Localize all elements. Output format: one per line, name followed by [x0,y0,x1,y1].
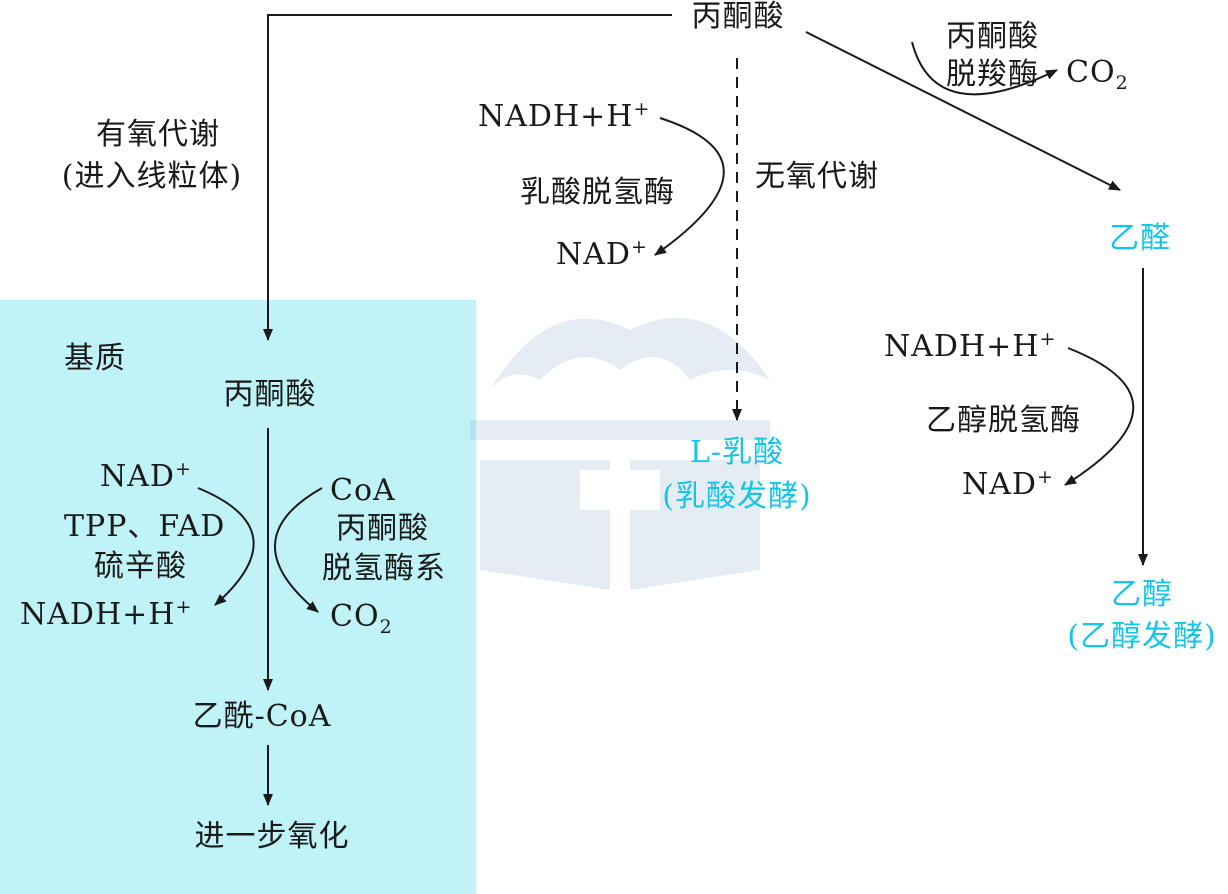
lactic-fermentation-label: (乳酸发酵) [662,479,812,514]
top-pyruvate-label: 丙酮酸 [691,0,785,34]
lactate-nadh-label: NADH+H+ [478,98,651,134]
alcohol-dehydrogenase-curve [1064,347,1135,486]
aerobic-route-arrow [263,14,672,341]
matrix-label: 基质 [64,341,126,376]
matrix-pyruvate-label: 丙酮酸 [223,377,317,412]
lactate-dehydrogenase-curve [654,117,725,256]
aerobic-co2-label: CO2 [330,599,393,638]
ethanol-co2-label: CO2 [1066,55,1129,94]
coa-co2-curve [274,487,323,613]
l-lactate-label: L-乳酸 [689,435,785,470]
dragon-crest-watermark-icon [470,317,770,590]
aerobic-nad-label: NAD+ [100,458,192,494]
pdh-enzyme-label-2: 脱氢酶系 [322,551,446,586]
ethanol-nad-label: NAD+ [962,466,1054,502]
decarboxylase-label-2: 脱羧酶 [946,57,1039,92]
lipoic-acid-label: 硫辛酸 [94,549,187,584]
pyruvate-to-acetaldehyde-arrow [805,31,1121,191]
ethanol-nadh-label: NADH+H+ [884,328,1057,364]
cofactors-label: TPP、FAD [64,509,226,544]
aerobic-nadh-label: NADH+H+ [20,596,193,632]
anaerobic-label: 无氧代谢 [755,159,879,194]
further-oxidation-label: 进一步氧化 [194,819,350,854]
aerobic-label: 有氧代谢 [96,117,220,152]
mitochondria-entry-label: (进入线粒体) [61,159,243,194]
alcoholic-fermentation-label: (乙醇发酵) [1067,619,1217,654]
alcohol-dehydrogenase-label: 乙醇脱氢酶 [926,403,1081,438]
lactate-dehydrogenase-label: 乳酸脱氢酶 [520,175,675,210]
acetaldehyde-label: 乙醛 [1109,221,1171,256]
acetyl-coa-label: 乙酰-CoA [192,699,332,734]
nad-reduction-curve [197,487,255,606]
decarboxylase-curve [911,41,1058,96]
ethanol-label: 乙醇 [1111,577,1173,612]
lactate-nad-label: NAD+ [556,236,648,272]
coa-label: CoA [330,473,396,508]
decarboxylase-label-1: 丙酮酸 [946,19,1039,54]
pdh-enzyme-label-1: 丙酮酸 [336,511,429,546]
mitochondrial-matrix-region [0,300,476,894]
